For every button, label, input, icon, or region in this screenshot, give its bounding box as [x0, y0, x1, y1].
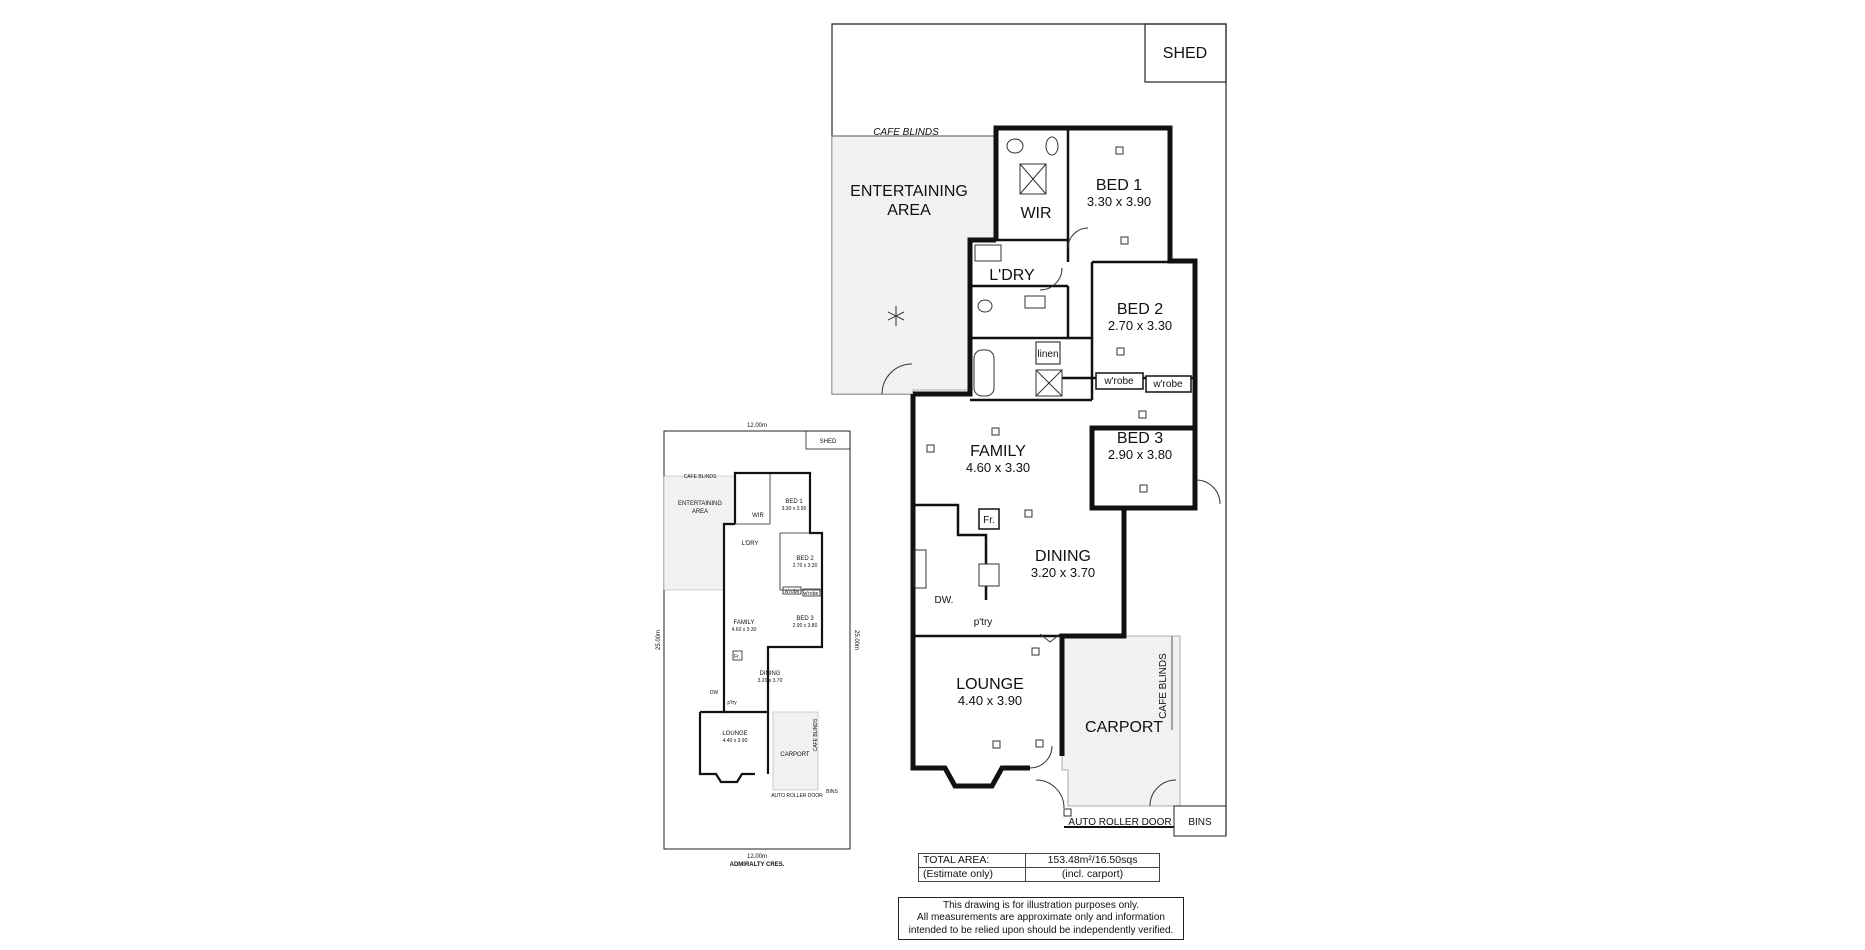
site-plan: 12.00m 12.00m ADMIRALTY CRES. 25.00m 25.… — [656, 423, 859, 868]
site-family-size: 4.60 x 3.30 — [732, 627, 757, 633]
wrobe-a-label: w'robe — [1103, 376, 1134, 387]
bed3-size: 2.90 x 3.80 — [1108, 447, 1172, 462]
street-name: ADMIRALTY CRES. — [730, 862, 785, 868]
light-points — [926, 146, 1148, 817]
lounge-size: 4.40 x 3.90 — [958, 693, 1022, 708]
bed1-size: 3.30 x 3.90 — [1087, 194, 1151, 209]
site-depth-left: 25.00m — [656, 630, 662, 650]
disclaimer-line-3: intended to be relied upon should be ind… — [908, 924, 1174, 936]
pantry-label: p'try — [974, 617, 993, 628]
site-lounge-size: 4.40 x 3.90 — [723, 738, 748, 744]
bed3-label: BED 3 — [1117, 430, 1163, 447]
site-depth-right: 25.00m — [853, 630, 859, 650]
shed-label: SHED — [1163, 45, 1207, 62]
cafe-blinds-top-label: CAFE BLINDS — [873, 127, 939, 138]
lounge-label: LOUNGE — [956, 676, 1024, 693]
fixtures — [913, 136, 1063, 589]
site-cafe-blinds-side-label: CAFE BLINDS — [813, 718, 819, 751]
linen-label: linen — [1037, 349, 1058, 360]
site-bins-label: BINS — [826, 789, 838, 795]
site-wir-label: WIR — [752, 513, 764, 519]
house-walls — [910, 125, 1198, 789]
estimate-label: (Estimate only) — [917, 867, 1027, 882]
site-shed-label: SHED — [820, 439, 837, 445]
family-label: FAMILY — [970, 443, 1026, 460]
carport-label: CARPORT — [1085, 719, 1163, 736]
disclaimer-box: This drawing is for illustration purpose… — [898, 897, 1184, 940]
area-row-total: TOTAL AREA: 153.48m²/16.50sqs — [917, 853, 1160, 868]
site-fridge-label: Fr. — [734, 654, 740, 660]
site-bed3-label: BED 3 — [796, 616, 814, 622]
entertaining-label: ENTERTAINING — [850, 183, 968, 200]
wrobe-b-label: w'robe — [1152, 379, 1183, 390]
main-plan: SHED CAFE BLINDS ENTERTAINING AREA BED 1… — [831, 23, 1227, 837]
site-wrobe-b-label: w'robe — [804, 591, 819, 597]
fridge-label: Fr. — [983, 515, 995, 526]
site-pantry-label: p'try — [727, 700, 737, 706]
site-family-label: FAMILY — [734, 620, 755, 626]
site-width-top: 12.00m — [747, 423, 767, 429]
site-cafe-blinds-label: CAFE BLINDS — [684, 474, 717, 480]
bed2-size: 2.70 x 3.30 — [1108, 318, 1172, 333]
dining-size: 3.20 x 3.70 — [1031, 565, 1095, 580]
site-dining-size: 3.20 x 3.70 — [758, 678, 783, 684]
site-dishwasher-label: DW — [710, 690, 719, 696]
site-bed1-size: 3.30 x 3.90 — [782, 506, 807, 512]
site-bed1-label: BED 1 — [785, 499, 803, 505]
estimate-value: (incl. carport) — [1025, 867, 1160, 882]
area-summary-table: TOTAL AREA: 153.48m²/16.50sqs (Estimate … — [917, 853, 1160, 882]
bed1-label: BED 1 — [1096, 177, 1142, 194]
entertaining-area-label: AREA — [887, 202, 931, 219]
site-laundry-label: L'DRY — [741, 541, 758, 547]
site-plan-boundary — [663, 430, 851, 850]
site-entertaining-label: ENTERTAINING — [678, 501, 722, 507]
bins-label: BINS — [1188, 817, 1212, 828]
door-swings — [881, 227, 1221, 809]
cafe-blinds-side-label: CAFE BLINDS — [1158, 653, 1169, 719]
linen-box — [1035, 341, 1061, 365]
disclaimer-line-2: All measurements are approximate only an… — [917, 912, 1165, 924]
carport-paving — [1061, 635, 1181, 807]
wir-label: WIR — [1020, 205, 1051, 222]
site-lounge-label: LOUNGE — [722, 731, 747, 737]
disclaimer-line-1: This drawing is for illustration purpose… — [942, 900, 1139, 911]
site-wrobe-a-label: w'robe — [785, 589, 800, 595]
total-area-label: TOTAL AREA: — [917, 853, 1027, 868]
total-area-value: 153.48m²/16.50sqs — [1025, 853, 1160, 868]
site-entertaining-area-label: AREA — [692, 509, 708, 515]
area-row-estimate: (Estimate only) (incl. carport) — [917, 867, 1160, 882]
site-dining-label: DINING — [760, 671, 781, 677]
fridge-box — [978, 508, 1000, 530]
site-bed2-size: 2.70 x 3.30 — [793, 563, 818, 569]
ceiling-fan-icon — [887, 306, 905, 326]
site-bed2-label: BED 2 — [796, 556, 814, 562]
wrobe-a-box — [1095, 372, 1144, 390]
site-bed3-size: 2.90 x 3.80 — [793, 623, 818, 629]
wrobe-b-box — [1145, 375, 1192, 393]
site-carport-label: CARPORT — [780, 752, 810, 758]
site-width-bottom: 12.00m — [747, 854, 767, 860]
family-size: 4.60 x 3.30 — [966, 460, 1030, 475]
windows — [910, 125, 1198, 789]
roller-door-label: AUTO ROLLER DOOR — [1068, 817, 1171, 828]
bed2-label: BED 2 — [1117, 301, 1163, 318]
dining-label: DINING — [1035, 548, 1091, 565]
laundry-label: L'DRY — [989, 267, 1035, 284]
shed-outline — [1144, 23, 1227, 83]
site-roller-door-label: AUTO ROLLER DOOR — [771, 793, 823, 799]
dishwasher-label: DW. — [935, 595, 954, 606]
bins-box — [1173, 805, 1227, 837]
